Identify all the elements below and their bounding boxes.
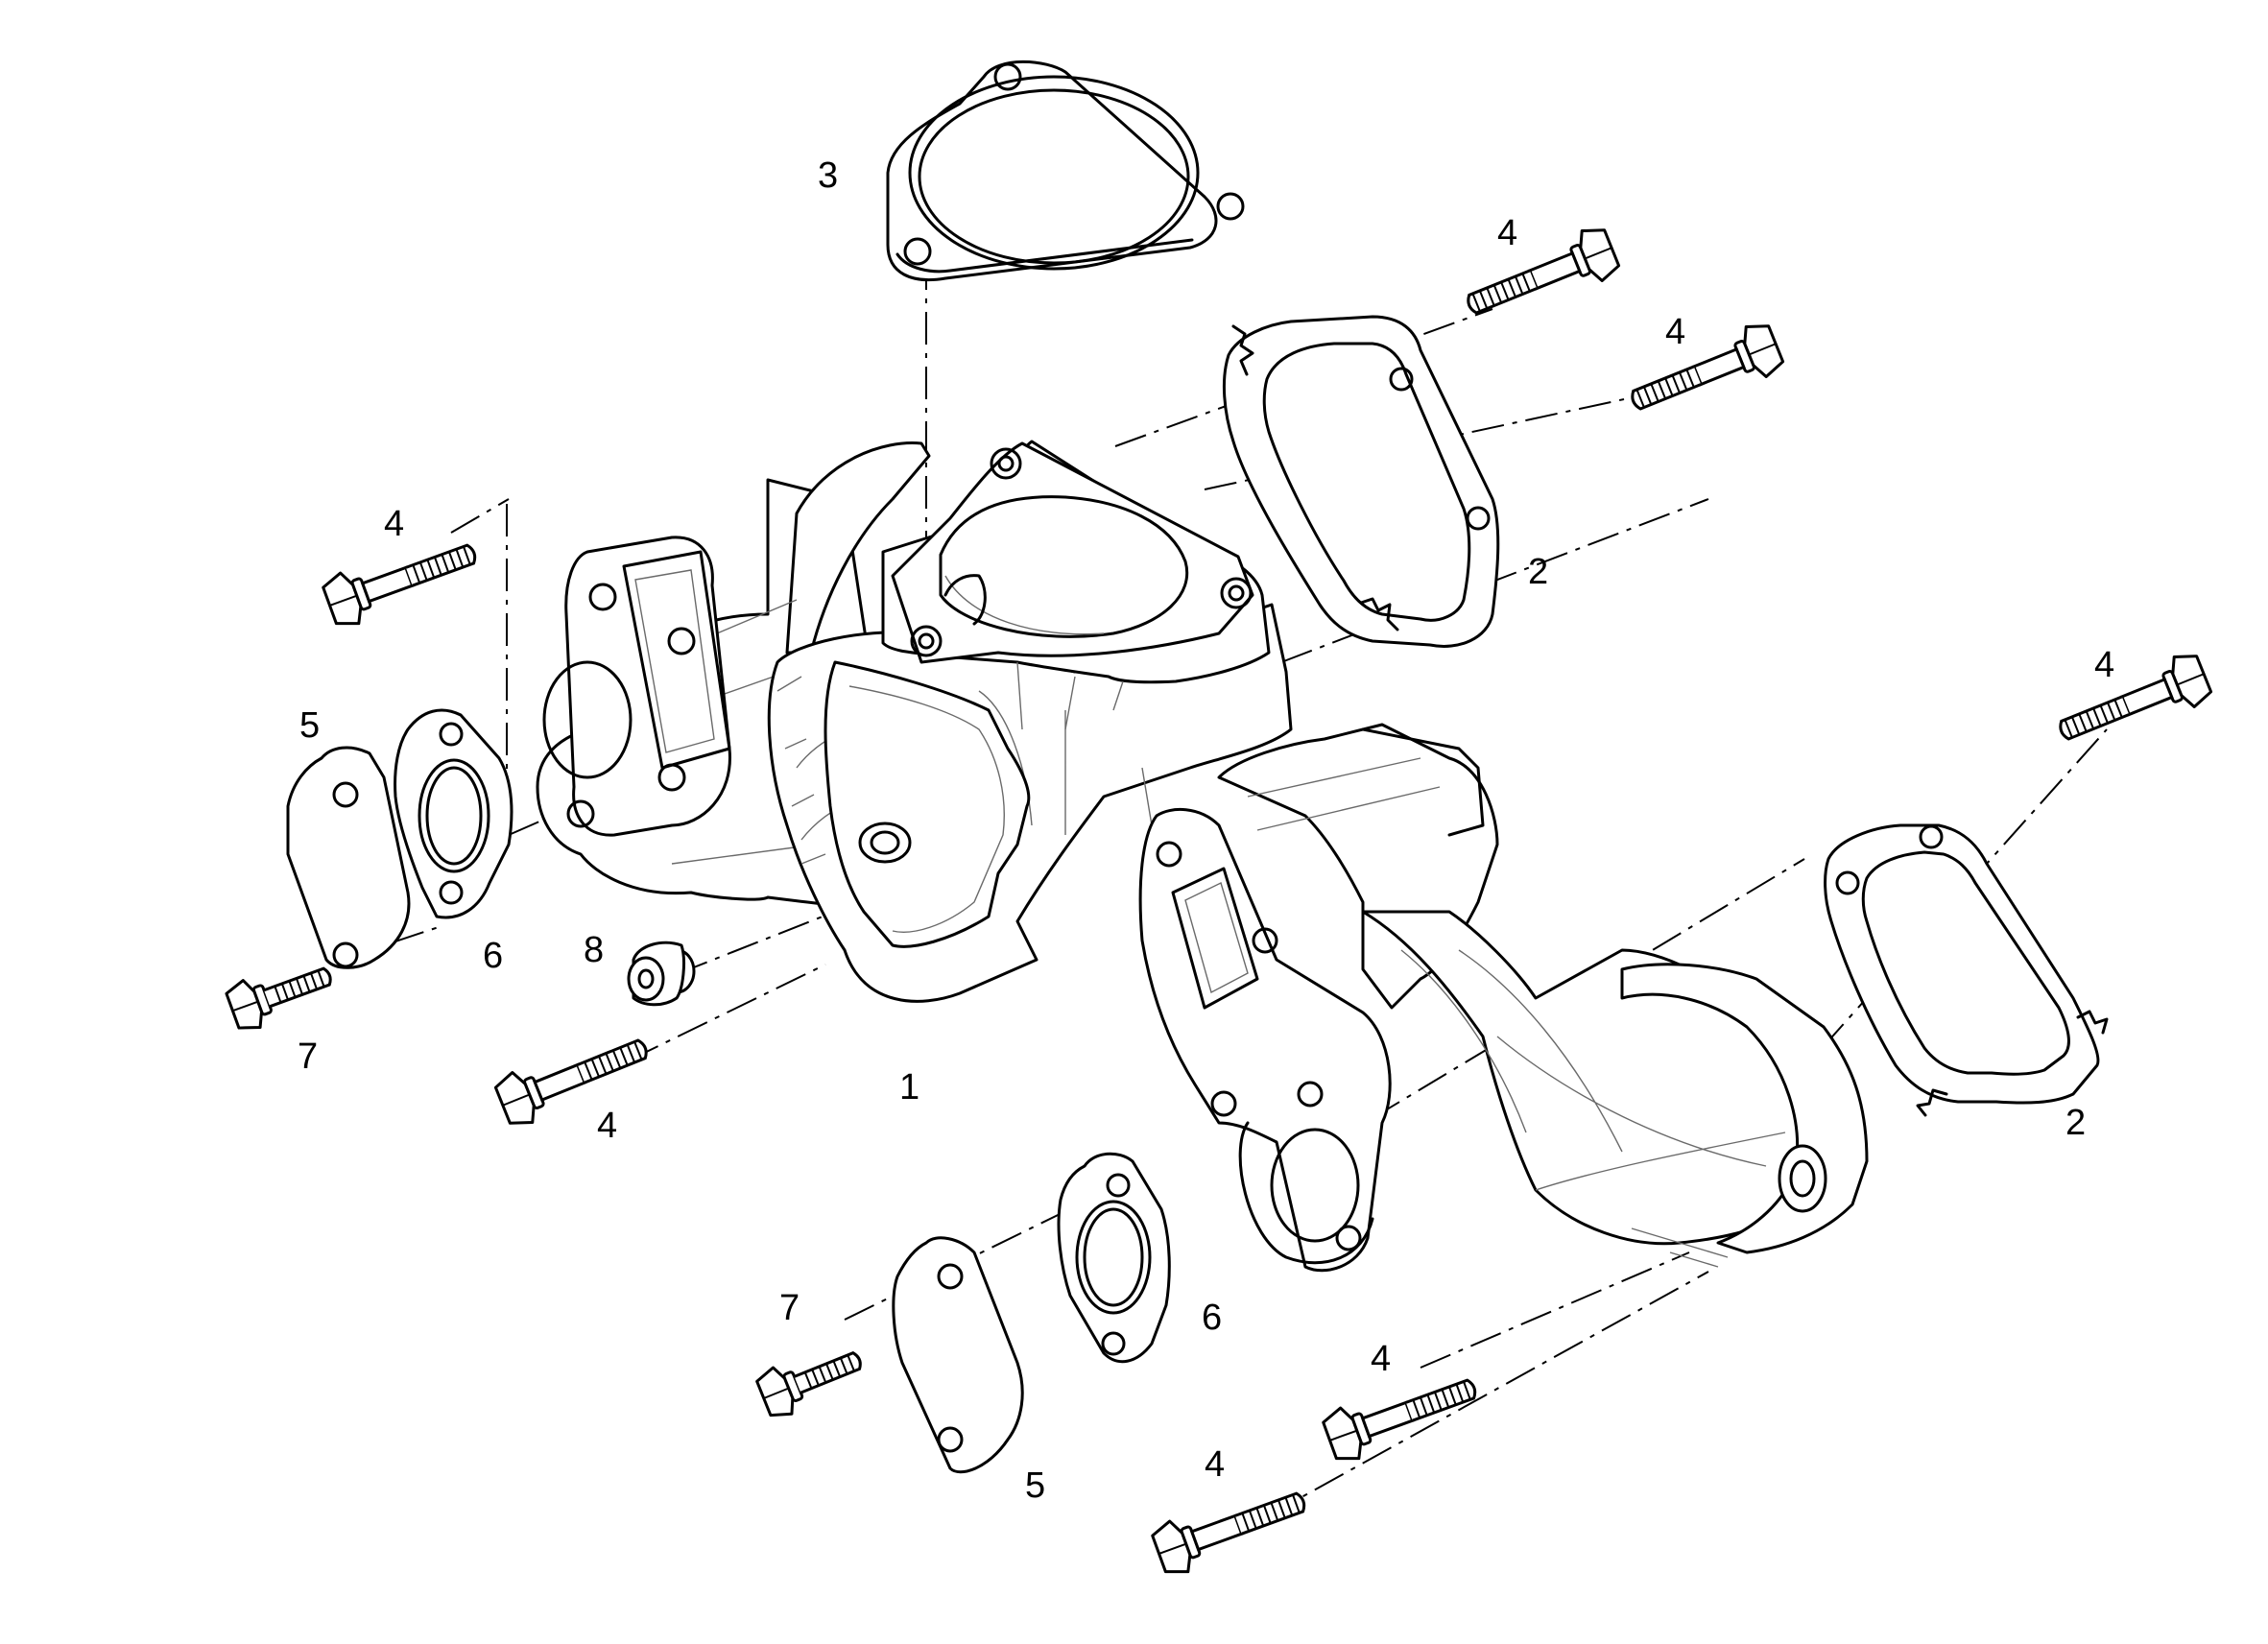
housing (536, 440, 1869, 1273)
callout-labels: 3 4 4 2 4 5 6 8 7 4 1 4 2 7 6 5 4 4 (298, 155, 2114, 1506)
housing-right-flange (1138, 807, 1392, 1273)
callout-4: 4 (384, 504, 404, 544)
callout-4: 4 (1665, 312, 1685, 352)
housing-right-elbow (1361, 910, 1830, 1246)
bolt-bottom-1 (1319, 1361, 1485, 1467)
callout-2: 2 (2065, 1103, 2086, 1143)
cover-plate-left (286, 746, 411, 969)
callout-7: 7 (298, 1036, 318, 1077)
screw-bottom (752, 1335, 871, 1423)
callout-4: 4 (1497, 213, 1517, 253)
callout-4: 4 (597, 1106, 617, 1146)
housing-front-cover (824, 660, 1031, 948)
screw-left (223, 950, 340, 1036)
bolt-top-2 (1621, 317, 1788, 428)
gasket-rectangular-lower (1824, 823, 2109, 1117)
callout-8: 8 (584, 930, 604, 970)
callout-7: 7 (779, 1288, 800, 1328)
bolt-left-lower (490, 1021, 657, 1132)
callout-5: 5 (299, 705, 320, 746)
callout-4: 4 (1205, 1444, 1225, 1485)
gasket-rectangular-upper (1222, 315, 1500, 648)
callout-3: 3 (818, 155, 838, 196)
plug (627, 941, 696, 1007)
gasket-triangular-top (886, 60, 1245, 282)
bolt-bottom-2 (1148, 1474, 1314, 1581)
callout-4: 4 (2094, 645, 2114, 685)
bolt-top-1 (1457, 221, 1624, 332)
callout-6: 6 (1202, 1298, 1222, 1338)
callout-6: 6 (483, 936, 503, 976)
bolt-right (2049, 647, 2216, 758)
callout-2: 2 (1528, 552, 1548, 592)
callout-1: 1 (899, 1067, 919, 1108)
callout-5: 5 (1025, 1465, 1045, 1506)
cover-plate-bottom (892, 1236, 1024, 1474)
gasket-small-bottom (1057, 1152, 1171, 1364)
gasket-small-left (394, 708, 513, 919)
callout-4: 4 (1371, 1339, 1391, 1379)
